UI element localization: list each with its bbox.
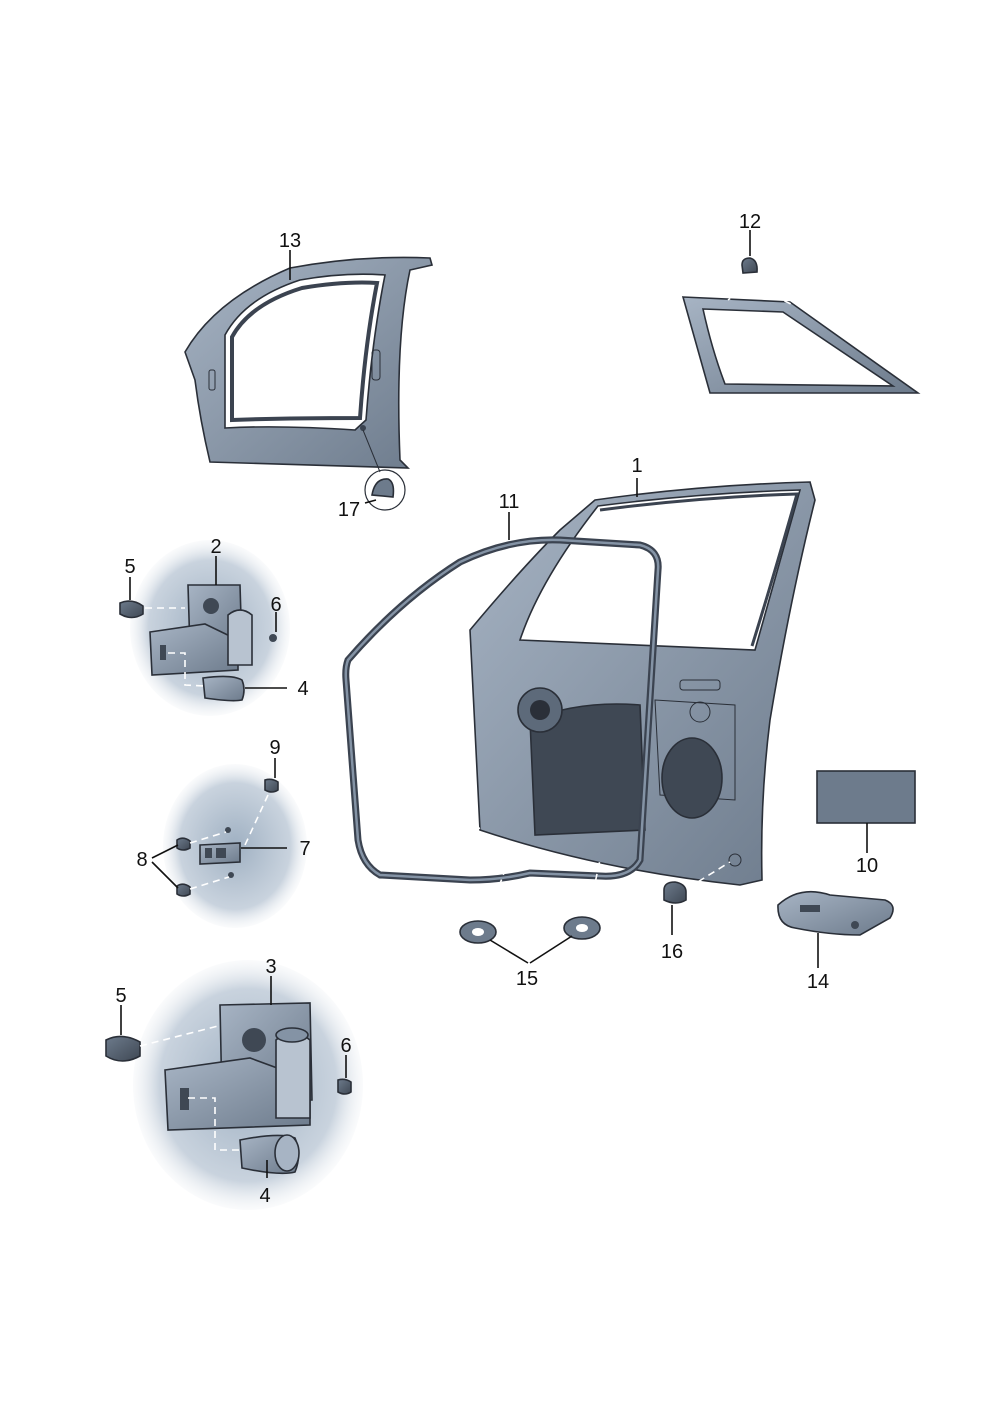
buffer-16 bbox=[663, 861, 731, 904]
door-shell bbox=[469, 481, 816, 886]
label-plate-10 bbox=[816, 770, 916, 824]
callout-5-upper: 5 bbox=[124, 556, 135, 578]
callout-12: 12 bbox=[739, 211, 761, 233]
hinge-group-lower bbox=[105, 960, 363, 1210]
hinge-group-upper bbox=[119, 540, 290, 716]
window-trim-12 bbox=[681, 257, 921, 394]
callout-17: 17 bbox=[338, 499, 360, 521]
callout-13: 13 bbox=[279, 230, 301, 252]
callout-14: 14 bbox=[807, 971, 829, 993]
callout-11: 11 bbox=[499, 491, 520, 513]
callout-4-upper: 4 bbox=[297, 678, 308, 700]
callout-2: 2 bbox=[210, 536, 221, 558]
callout-labels: 1 2 3 4 4 5 5 6 6 7 8 9 10 11 12 13 14 1… bbox=[115, 211, 878, 1207]
callout-6-upper: 6 bbox=[270, 594, 281, 616]
callout-7: 7 bbox=[299, 838, 310, 860]
callout-15: 15 bbox=[516, 968, 538, 990]
door-seal bbox=[342, 504, 781, 884]
callout-8: 8 bbox=[136, 849, 147, 871]
bracket-14 bbox=[777, 890, 894, 936]
leader-lines bbox=[120, 230, 868, 1178]
callout-6-lower: 6 bbox=[340, 1035, 351, 1057]
callout-16: 16 bbox=[661, 941, 683, 963]
hinge-group-middle bbox=[163, 764, 307, 928]
callout-9: 9 bbox=[269, 737, 280, 759]
callout-3: 3 bbox=[265, 956, 276, 978]
callout-4-lower: 4 bbox=[259, 1185, 270, 1207]
plug-15-right bbox=[563, 916, 601, 940]
plug-15-left bbox=[459, 920, 497, 944]
body-side-frame bbox=[184, 256, 434, 469]
callout-1: 1 bbox=[631, 455, 642, 477]
callout-10: 10 bbox=[856, 855, 878, 877]
callout-5-lower: 5 bbox=[115, 985, 126, 1007]
